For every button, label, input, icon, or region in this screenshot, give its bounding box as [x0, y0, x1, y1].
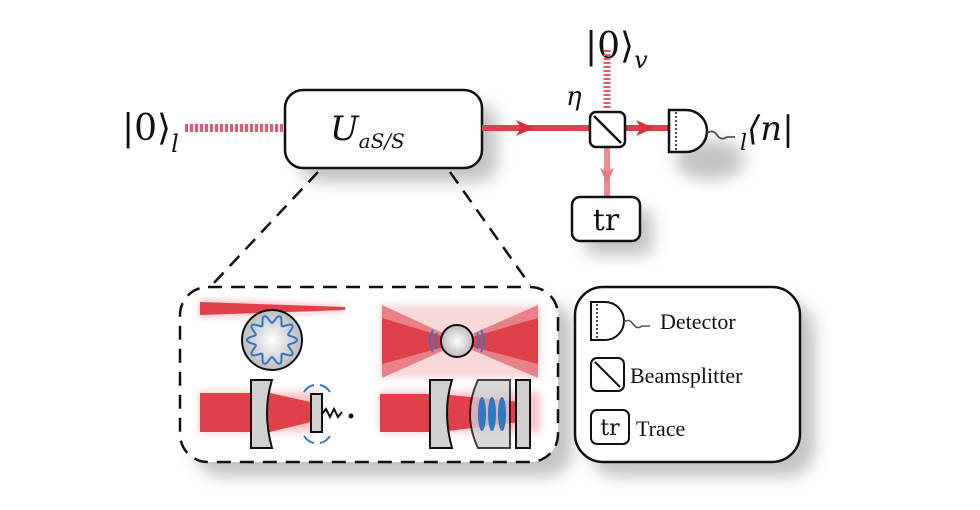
beamsplitter-icon — [590, 357, 625, 392]
atom-cavity — [380, 379, 540, 449]
svg-text:Beamsplitter: Beamsplitter — [630, 363, 743, 388]
trace-icon: tr — [590, 409, 630, 445]
levitated-particle — [380, 305, 540, 378]
efficiency-label: η — [566, 82, 582, 112]
output-beam — [482, 120, 668, 136]
svg-text:Trace: Trace — [636, 416, 685, 441]
legend-item-detector: Detector — [590, 301, 736, 341]
svg-text:l⟨n|: l⟨n| — [740, 109, 794, 156]
zoom-line-left — [211, 171, 319, 286]
unitary-box: UaS/S — [283, 88, 484, 170]
svg-text:tr: tr — [593, 203, 620, 238]
svg-text:tr: tr — [600, 416, 620, 441]
legend-item-trace: tr Trace — [590, 409, 685, 445]
loss-beam — [600, 147, 614, 197]
svg-text:|0⟩v: |0⟩v — [585, 26, 648, 74]
svg-text:|0⟩l: |0⟩l — [122, 108, 179, 158]
output-state-label: l⟨n| — [740, 109, 794, 156]
trace-box: tr — [570, 195, 642, 243]
legend-item-beamsplitter: Beamsplitter — [590, 357, 743, 392]
optical-mode-pattern — [245, 315, 299, 365]
legend: Detector Beamsplitter tr Trace — [573, 285, 802, 464]
whispering-gallery-resonator — [200, 300, 345, 371]
input-state-label: |0⟩l — [122, 108, 179, 158]
beamsplitter-icon — [588, 110, 627, 149]
detector-icon — [667, 108, 735, 154]
vacuum-state-label: |0⟩v — [585, 26, 648, 74]
svg-text:Detector: Detector — [660, 309, 736, 334]
zoom-line-right — [448, 171, 532, 286]
detector-icon — [590, 301, 650, 341]
svg-text:UaS/S: UaS/S — [330, 109, 405, 153]
optomechanical-cavity — [200, 379, 354, 449]
platforms-inset — [178, 285, 560, 464]
